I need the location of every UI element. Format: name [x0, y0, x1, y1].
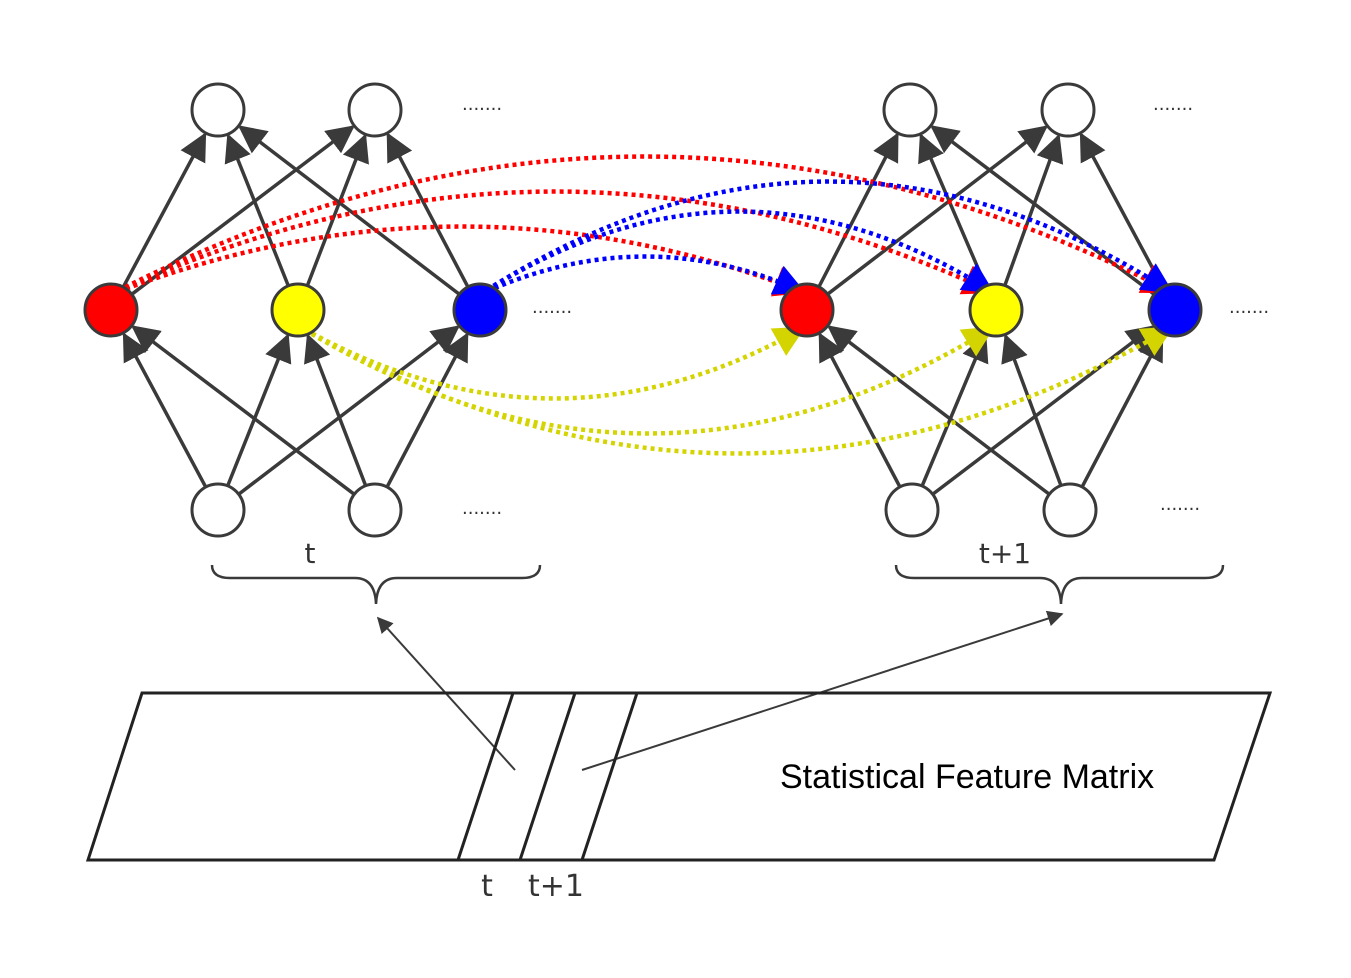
hidden-node-yellow: [968, 282, 1024, 338]
ellipsis-left-bottom: .......: [462, 498, 502, 519]
matrix-column-t1: t+1: [528, 869, 584, 904]
matrix-title: Statistical Feature Matrix: [780, 758, 1154, 796]
input-node-0: [884, 482, 940, 538]
output-node-1: [347, 82, 403, 138]
matrix-slice-divider-3: [580, 692, 639, 861]
edge-hidden-0-to-output-0: [121, 132, 207, 288]
edge-input-0-to-hidden-1: [226, 333, 292, 487]
edge-input-1-to-hidden-0: [827, 325, 1051, 496]
edge-hidden-2-to-output-0: [238, 125, 461, 296]
output-node-0: [882, 82, 938, 138]
network-nodes-t1: [779, 82, 1203, 538]
edge-hidden-2-to-output-1: [386, 132, 470, 288]
edge-input-1-to-hidden-2: [385, 332, 469, 488]
input-node-0: [190, 482, 246, 538]
input-node-1: [347, 482, 403, 538]
edge-hidden-1-to-output-1: [1003, 133, 1064, 287]
edge-hidden-1-to-output-1: [305, 133, 369, 287]
brace-t: [210, 564, 542, 605]
edge-hidden-0-to-output-1: [130, 125, 355, 296]
ellipsis-right-bottom: .......: [1160, 494, 1200, 515]
edge-input-0-to-hidden-0: [818, 332, 902, 488]
edge-hidden-0-to-output-1: [826, 125, 1048, 296]
recurrent-link-blue-to-yellow: [478, 209, 995, 297]
brace-t1: [894, 564, 1225, 605]
recurrent-link-red-to-red: [110, 224, 806, 297]
ellipsis-left-hidden: .......: [532, 297, 572, 318]
recurrent-link-yellow-to-red: [296, 323, 806, 401]
edge-input-0-to-hidden-0: [122, 332, 208, 488]
edge-hidden-0-to-output-0: [817, 132, 899, 288]
output-node-0: [190, 82, 246, 138]
edge-input-1-to-hidden-1: [304, 333, 368, 487]
edge-hidden-2-to-output-0: [930, 125, 1156, 296]
ellipsis-right-top: .......: [1153, 94, 1193, 115]
hidden-node-yellow: [270, 282, 326, 338]
time-label-t: t: [305, 537, 316, 570]
input-node-1: [1042, 482, 1098, 538]
edge-input-1-to-hidden-0: [131, 325, 356, 496]
network-nodes-t: [83, 82, 508, 538]
edge-input-1-to-hidden-1: [1001, 333, 1063, 487]
edge-hidden-1-to-output-0: [224, 133, 290, 287]
recurrent-link-blue-to-red: [479, 254, 806, 297]
matrix-slice-divider-1: [456, 692, 515, 861]
edge-hidden-2-to-output-1: [1079, 132, 1165, 288]
hidden-node-red: [779, 282, 835, 338]
edge-input-0-to-hidden-1: [920, 333, 989, 487]
recurrent-link-yellow-to-blue: [296, 323, 1174, 456]
recurrent-links: [109, 154, 1174, 456]
feature-matrix: [85, 691, 1273, 862]
recurrent-link-yellow-to-yellow: [296, 323, 995, 436]
network-edges-t1: [817, 125, 1165, 496]
network-edges-t: [121, 125, 470, 496]
edge-input-0-to-hidden-2: [237, 325, 460, 496]
ellipsis-right-hidden: .......: [1229, 297, 1269, 318]
recurrent-link-red-to-yellow: [110, 189, 995, 297]
hidden-node-blue: [1147, 282, 1203, 338]
edge-input-0-to-hidden-2: [931, 325, 1155, 496]
hidden-node-red: [83, 282, 139, 338]
ellipsis-left-top: .......: [462, 94, 502, 115]
hidden-node-blue: [452, 282, 508, 338]
time-label-t1: t+1: [979, 537, 1031, 570]
output-node-1: [1040, 82, 1096, 138]
matrix-column-t: t: [481, 869, 493, 904]
recurrent-link-blue-to-blue: [478, 179, 1174, 297]
matrix-slice-divider-2: [518, 692, 577, 861]
edge-hidden-1-to-output-0: [918, 133, 988, 287]
edge-input-1-to-hidden-2: [1080, 332, 1164, 488]
recurrent-link-red-to-blue: [109, 154, 1174, 297]
